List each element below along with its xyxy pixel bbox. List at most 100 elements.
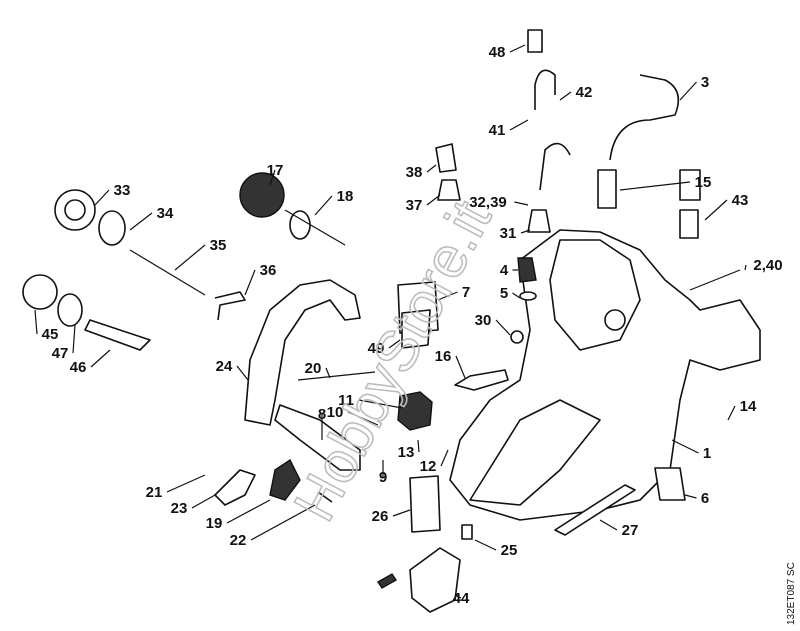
part-label: 10	[327, 404, 344, 421]
part-sprocket-45	[22, 274, 58, 310]
part-label: 6	[701, 490, 709, 507]
leader-line	[437, 291, 458, 301]
part-screw-25	[461, 524, 473, 540]
part-handle-bar	[244, 279, 361, 426]
part-buffer	[409, 547, 461, 613]
part-screw-2	[689, 269, 741, 291]
part-warning-sticker	[654, 467, 686, 501]
part-label: 12	[420, 458, 437, 475]
leader-line	[727, 405, 736, 421]
leader-line	[417, 439, 420, 453]
part-label: 9	[379, 469, 387, 486]
leader-line	[269, 169, 276, 186]
part-oil-pump-17	[239, 172, 285, 218]
part-washer-34	[98, 210, 126, 246]
part-valve-4	[517, 257, 537, 283]
part-label: 13	[398, 444, 415, 461]
part-sprocket-hub	[64, 199, 86, 221]
part-label: 41	[489, 122, 506, 139]
part-carburetor	[397, 391, 433, 431]
leader-line	[236, 365, 249, 381]
leader-line	[90, 349, 111, 368]
parts-drawing	[22, 29, 761, 613]
part-rod-20	[297, 371, 376, 381]
leader-line	[744, 264, 747, 271]
leader-line	[454, 594, 462, 599]
part-throttle-shaft	[274, 404, 361, 471]
part-hose-32	[539, 142, 571, 191]
leader-line	[514, 201, 529, 206]
part-label: 4	[500, 262, 509, 279]
leader-line	[388, 339, 401, 349]
part-label: 32,39	[469, 194, 507, 211]
part-plug-37	[437, 179, 461, 201]
leader-line	[426, 164, 437, 173]
part-label: 3	[701, 74, 709, 91]
part-spring	[377, 573, 397, 589]
part-label: 23	[171, 500, 188, 517]
part-plug-31	[527, 209, 551, 233]
part-label: 27	[622, 522, 639, 539]
part-grommet-38	[435, 143, 457, 173]
part-label: 49	[368, 340, 385, 357]
part-label: 22	[230, 532, 247, 549]
leader-line	[314, 195, 333, 216]
part-label: 33	[114, 182, 131, 199]
leader-line	[684, 494, 697, 499]
leader-line	[520, 229, 531, 234]
part-fuel-filter-15	[597, 169, 617, 209]
leader-line	[72, 324, 76, 354]
leader-line	[619, 181, 691, 191]
leader-line	[166, 474, 206, 493]
part-label: 48	[489, 44, 506, 61]
part-throttle-trigger	[269, 458, 301, 501]
part-label: 43	[732, 192, 749, 209]
part-label: 2,40	[753, 257, 782, 274]
part-label: 34	[157, 205, 174, 222]
part-label: 26	[372, 508, 389, 525]
part-sleeve-48	[527, 29, 543, 53]
leader-line	[455, 355, 466, 379]
leader-line	[226, 499, 271, 524]
leader-line	[129, 212, 153, 231]
leader-lines	[34, 44, 747, 599]
part-label: 35	[210, 237, 227, 254]
part-cable-35	[129, 249, 206, 296]
leader-line	[244, 269, 256, 296]
part-label: 31	[500, 225, 517, 242]
leader-line	[679, 81, 697, 101]
leader-line	[94, 189, 110, 206]
leader-line	[559, 91, 572, 101]
part-label: 17	[267, 162, 284, 179]
leader-line	[426, 194, 441, 206]
part-housing-port	[604, 309, 626, 331]
leader-line	[392, 509, 411, 517]
part-pin	[317, 491, 333, 503]
part-gasket-49	[401, 309, 431, 349]
part-label: 21	[146, 484, 163, 501]
part-label: 7	[462, 284, 470, 301]
leader-line	[509, 44, 526, 53]
part-hose-41	[534, 69, 556, 110]
part-shaft	[284, 209, 346, 246]
part-label: 47	[52, 345, 69, 362]
leader-line	[474, 539, 497, 551]
part-label: 42	[576, 84, 593, 101]
leader-line	[250, 504, 316, 541]
part-fuel-hose-3	[609, 74, 680, 161]
part-label: 11	[338, 392, 354, 409]
part-label: 15	[695, 174, 712, 191]
leader-line	[495, 319, 511, 336]
part-label: 37	[406, 197, 423, 214]
leader-line	[440, 449, 449, 467]
part-lever-36	[214, 291, 246, 321]
leader-line	[34, 309, 38, 335]
part-plug-30	[510, 330, 524, 344]
leader-line	[671, 439, 699, 454]
part-label: 5	[500, 285, 508, 302]
leader-line	[347, 411, 379, 426]
part-label: 20	[305, 360, 322, 377]
